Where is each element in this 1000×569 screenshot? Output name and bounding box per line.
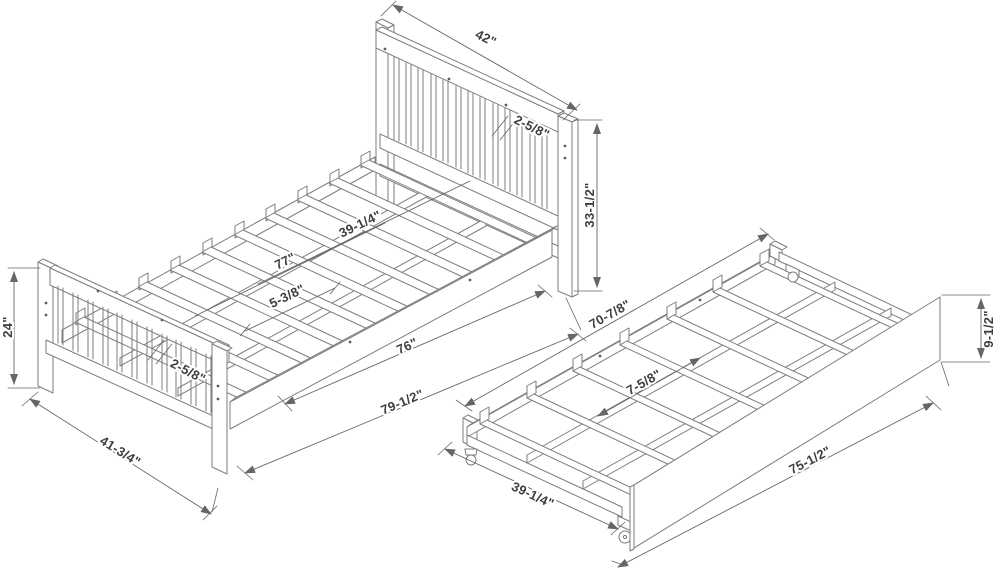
trundle-figure bbox=[462, 240, 941, 552]
dim-label-overall-width: 41-3/4" bbox=[97, 433, 143, 470]
dim-trundle-overall-length: 75-1/2" bbox=[611, 361, 950, 568]
dim-footboard-height: 24" bbox=[0, 267, 41, 389]
dim-label-footboard-height: 24" bbox=[0, 316, 15, 338]
caster-wheel bbox=[464, 448, 478, 456]
caster-wheel bbox=[622, 534, 628, 540]
caster-wheel bbox=[465, 454, 477, 466]
footboard-slats bbox=[57, 285, 212, 414]
dim-label-trundle-panel-height: 9-1/2" bbox=[981, 310, 996, 348]
caster-wheel bbox=[617, 515, 632, 532]
bed-slats bbox=[74, 159, 538, 401]
dim-label-headboard-height: 33-1/2" bbox=[582, 182, 597, 227]
dim-label-headboard-width: 42" bbox=[473, 26, 499, 49]
bed-figure bbox=[37, 18, 579, 475]
caster-wheel bbox=[787, 271, 799, 283]
dim-label-footboard-slat: 2-5/8" bbox=[168, 356, 208, 387]
dim-trundle-panel-height: 9-1/2" bbox=[941, 294, 998, 363]
dim-label-overall-length: 79-1/2" bbox=[379, 386, 426, 417]
